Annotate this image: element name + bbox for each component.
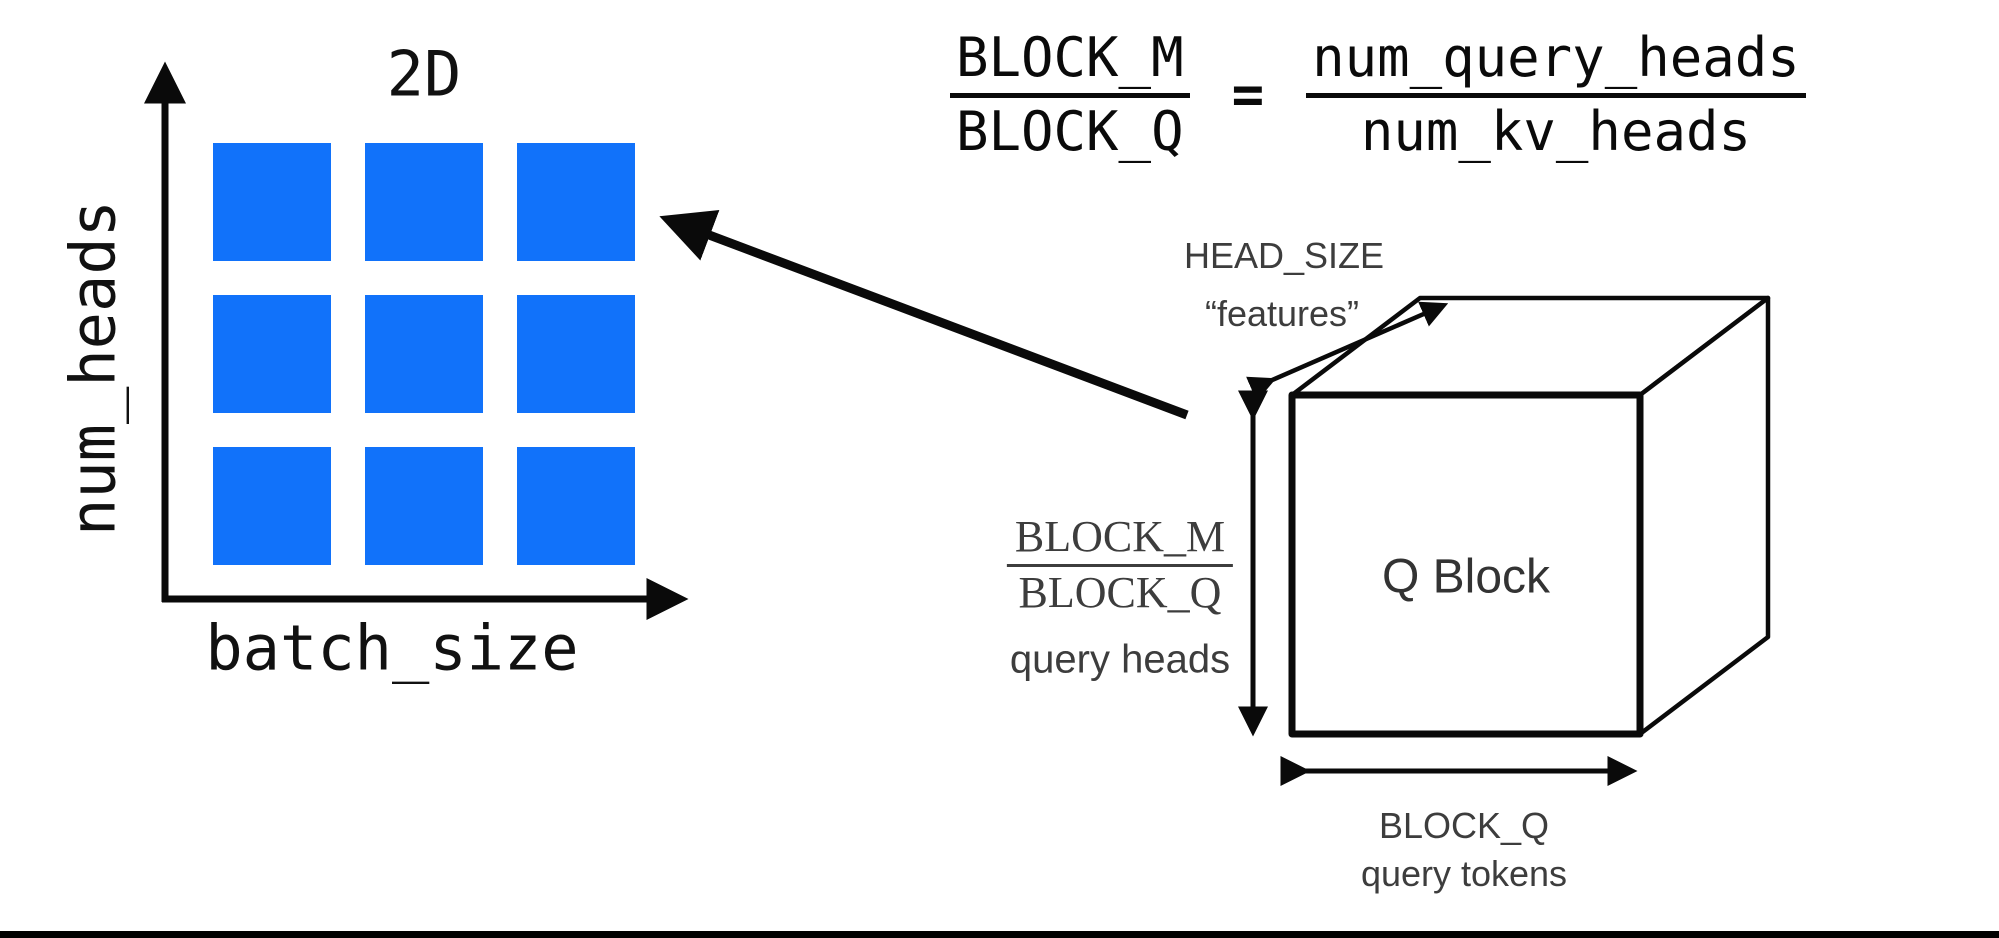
block-q-label: BLOCK_Q [1378, 805, 1550, 846]
fraction-numerator: BLOCK_M [1006, 513, 1234, 567]
equals-sign: = [1231, 63, 1265, 127]
query-heads-label: query heads [1009, 637, 1231, 682]
formula-rhs-numerator: num_query_heads [1306, 27, 1806, 99]
formula-rhs-denominator: num_kv_heads [1360, 100, 1751, 164]
formula-lhs-numerator: BLOCK_M [950, 27, 1190, 99]
grid-cell [517, 143, 635, 261]
block-grid [213, 143, 635, 565]
q-block-label: Q Block [1381, 550, 1551, 604]
cube-right-face [1637, 295, 1771, 737]
head-size-label: HEAD_SIZE [1183, 235, 1385, 276]
grid-cell [517, 295, 635, 413]
grid-cell [365, 447, 483, 565]
grid-cell [213, 447, 331, 565]
query-tokens-label: query tokens [1360, 853, 1568, 894]
grid-cell [213, 295, 331, 413]
grid-cell [213, 143, 331, 261]
formula-lhs-denominator: BLOCK_Q [956, 100, 1184, 164]
features-label: “features” [1204, 293, 1360, 334]
y-axis-label: num_heads [56, 200, 130, 536]
formula-rhs-fraction: num_query_heads num_kv_heads [1306, 27, 1806, 164]
formula-lhs-fraction: BLOCK_M BLOCK_Q [950, 27, 1190, 164]
grid-cell [365, 295, 483, 413]
bottom-divider [0, 931, 1999, 938]
cube-top-face [1289, 295, 1771, 398]
block-ratio-formula: BLOCK_M BLOCK_Q = num_query_heads num_kv… [950, 27, 1806, 164]
grid-cell [517, 447, 635, 565]
fraction-denominator: BLOCK_Q [1018, 567, 1222, 617]
cube-to-grid-arrow [659, 210, 1189, 420]
block-m-over-block-q-fraction: BLOCK_M BLOCK_Q [1006, 513, 1234, 617]
grid-cell [365, 143, 483, 261]
x-axis-label: batch_size [205, 611, 579, 685]
plot-title: 2D [386, 37, 462, 111]
